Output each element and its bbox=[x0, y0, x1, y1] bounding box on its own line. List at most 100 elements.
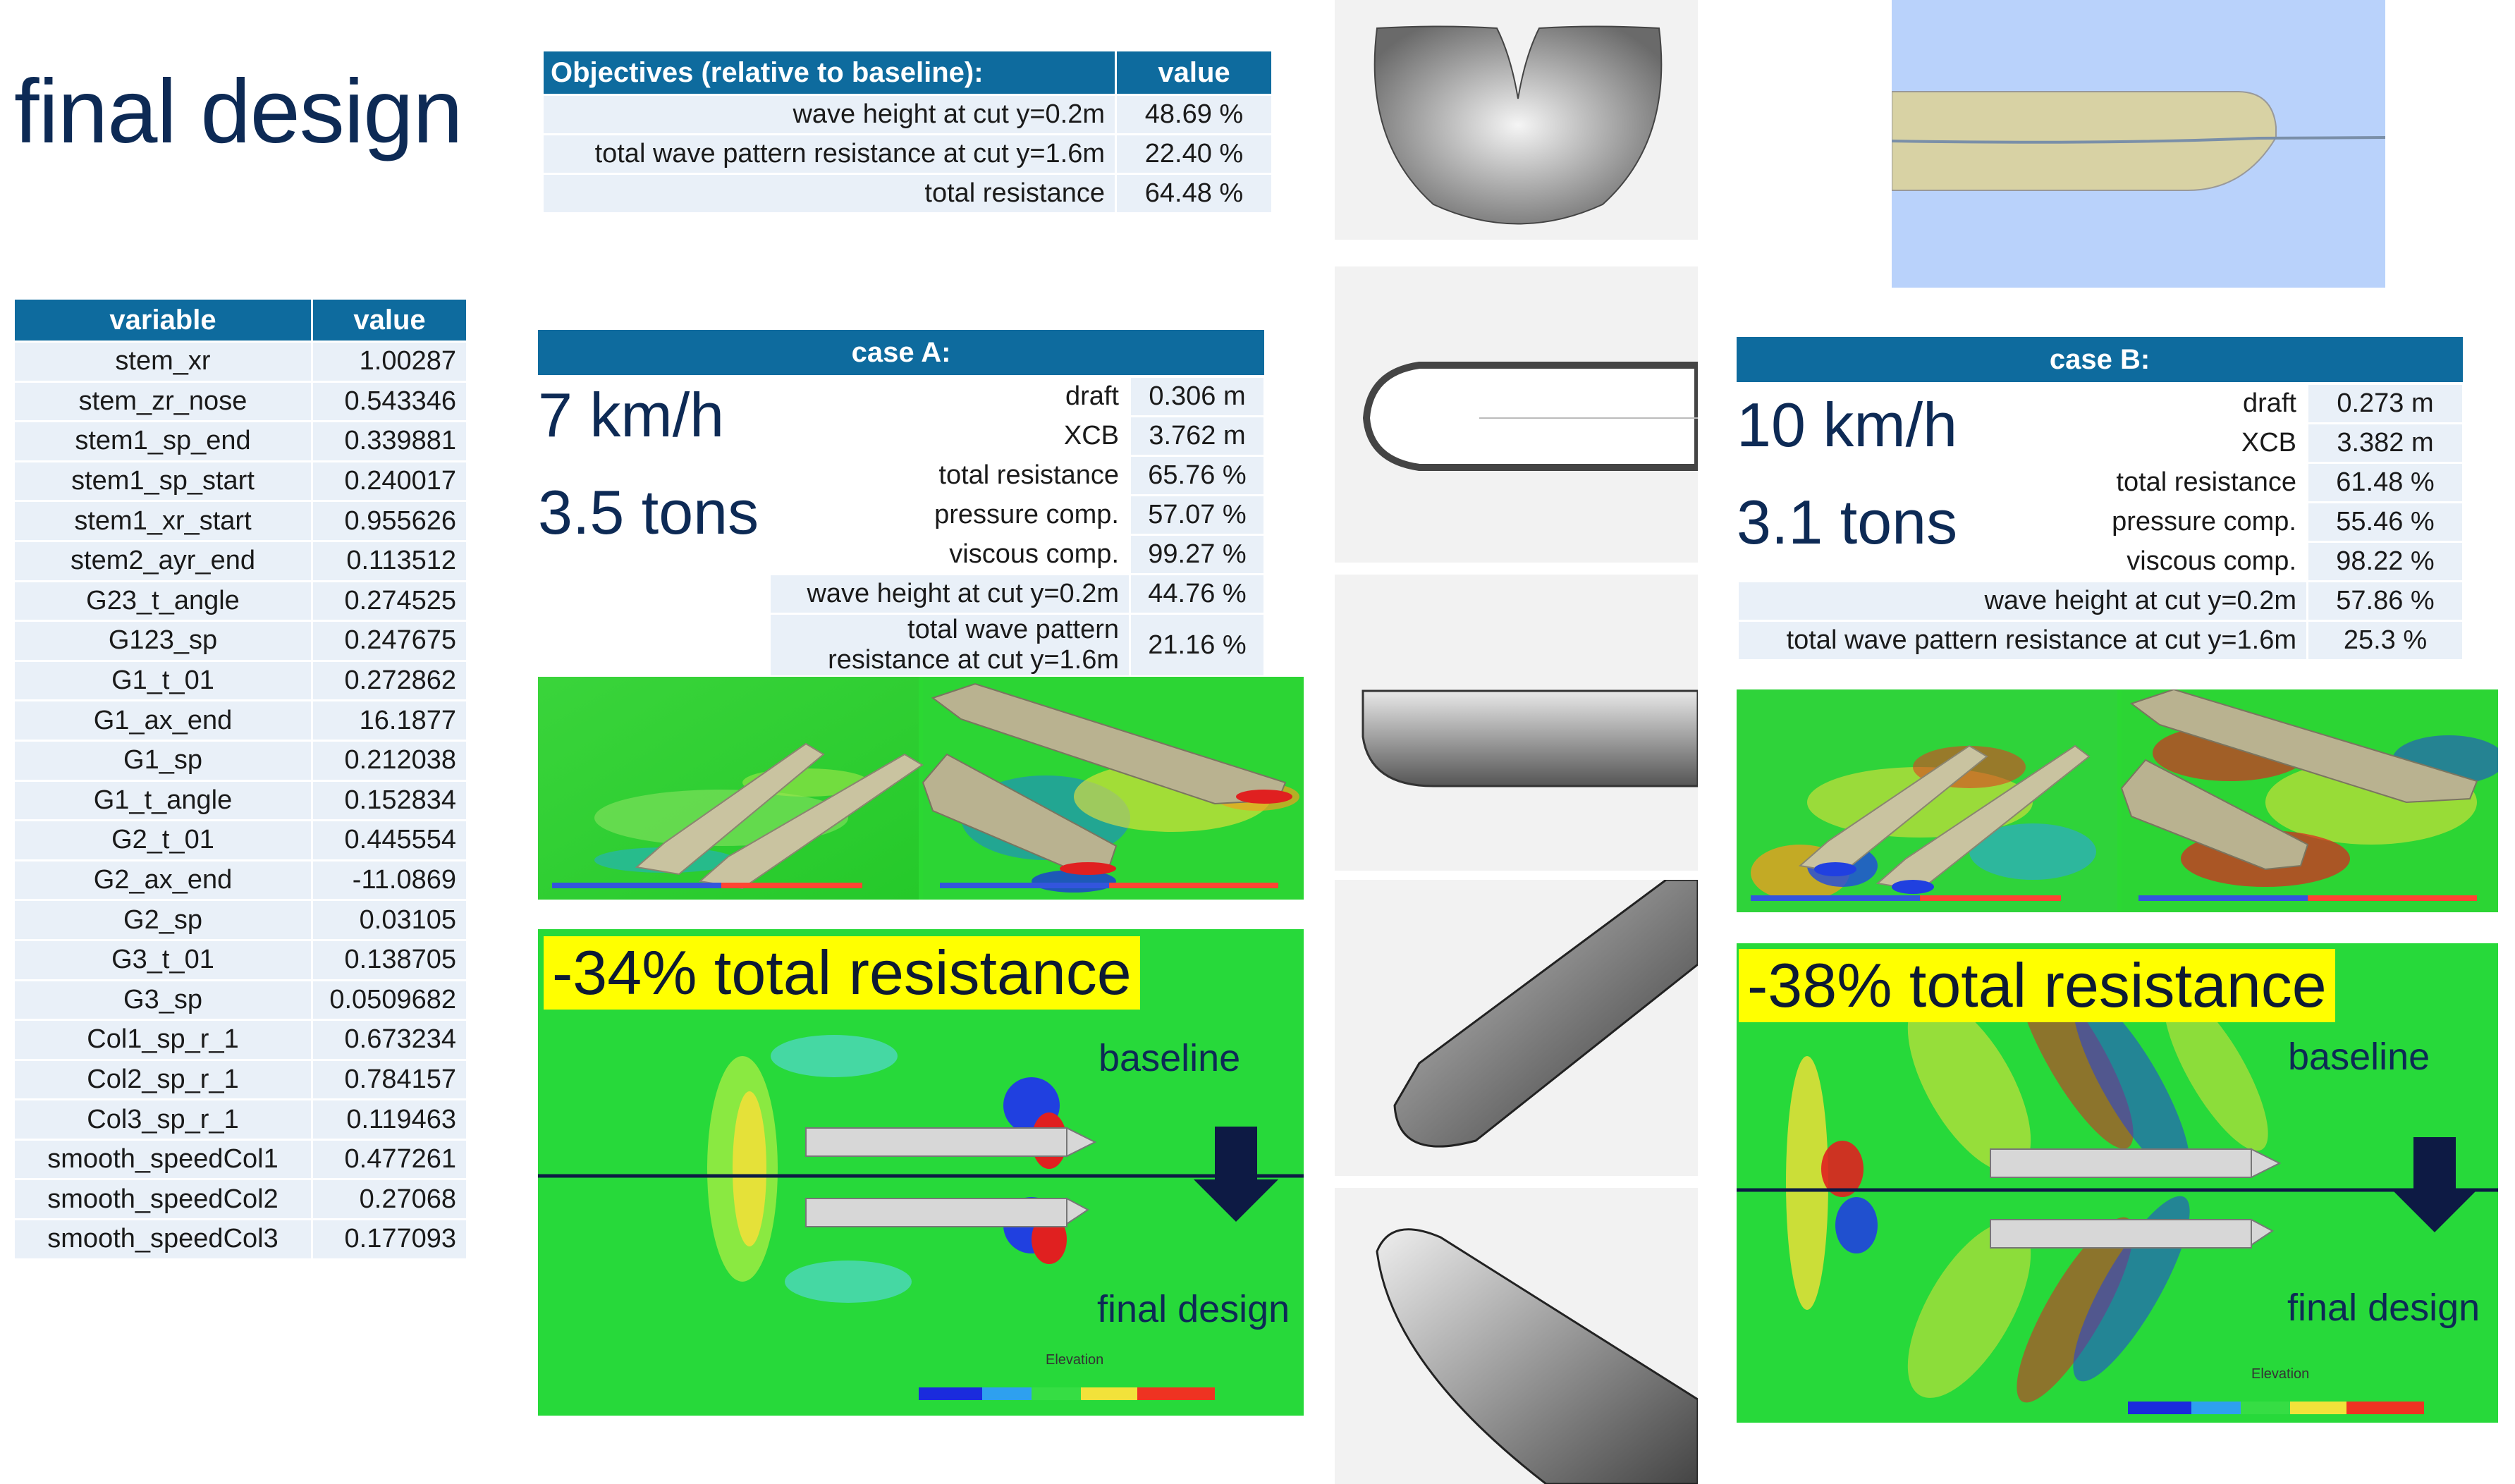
objective-value: 64.48 % bbox=[1117, 175, 1271, 212]
elevation-colorbar bbox=[2128, 1402, 2424, 1414]
case-metric-value: 44.76 % bbox=[1131, 575, 1263, 613]
case-a-plan-view bbox=[538, 929, 1304, 1416]
hull-front-svg bbox=[1373, 25, 1663, 225]
case-metric-value: 57.86 % bbox=[2308, 582, 2462, 620]
hull-mesh-final bbox=[805, 1197, 1089, 1227]
table-row: total resistance 64.48 % bbox=[544, 175, 1271, 212]
variable-name: Col1_sp_r_1 bbox=[15, 1021, 311, 1059]
variable-name: G3_t_01 bbox=[15, 940, 311, 979]
variable-name: G2_t_01 bbox=[15, 821, 311, 859]
variable-value: 0.247675 bbox=[313, 622, 466, 660]
variable-name: G123_sp bbox=[15, 622, 311, 660]
variable-name: stem_zr_nose bbox=[15, 382, 311, 421]
case-metric-value: 98.22 % bbox=[2308, 543, 2462, 580]
table-row: total wave pattern resistance at cut y=1… bbox=[771, 615, 1263, 675]
case-metric-label: total wave pattern resistance at cut y=1… bbox=[771, 615, 1129, 675]
case-metric-label: wave height at cut y=0.2m bbox=[771, 575, 1129, 613]
variable-value: 1.00287 bbox=[313, 343, 466, 381]
objectives-value-header: value bbox=[1117, 51, 1271, 94]
case-metric-value: 61.48 % bbox=[2308, 464, 2462, 501]
colorbar-small bbox=[552, 883, 1278, 888]
hull-waterline-svg bbox=[1891, 91, 2386, 191]
case-b-plan-view bbox=[1737, 943, 2498, 1423]
hull-view-iso bbox=[1335, 880, 1698, 1176]
variable-name: stem_xr bbox=[15, 343, 311, 381]
variable-value: 0.240017 bbox=[313, 462, 466, 501]
colorbar-small bbox=[1751, 895, 2477, 901]
case-metric-value: 65.76 % bbox=[1131, 457, 1263, 494]
down-arrow-icon bbox=[2392, 1137, 2477, 1232]
variable-value: 0.113512 bbox=[313, 541, 466, 580]
variable-name: Col2_sp_r_1 bbox=[15, 1060, 311, 1099]
table-row: viscous comp.99.27 % bbox=[771, 536, 1263, 573]
case-b-speed: 10 km/h bbox=[1737, 390, 1958, 460]
table-row: viscous comp. 98.22 % bbox=[1739, 543, 2462, 580]
variable-name: G1_t_01 bbox=[15, 661, 311, 700]
case-a-final-label: final design bbox=[1097, 1288, 1290, 1330]
variable-name: smooth_speedCol1 bbox=[15, 1140, 311, 1179]
variable-value: 0.955626 bbox=[313, 502, 466, 540]
variable-value: 0.0509682 bbox=[313, 981, 466, 1019]
variable-value: 0.274525 bbox=[313, 582, 466, 620]
table-row: pressure comp.55.46 % bbox=[1739, 503, 2462, 541]
variable-value: 0.673234 bbox=[313, 1021, 466, 1059]
variable-value: 0.543346 bbox=[313, 382, 466, 421]
variable-name: G2_sp bbox=[15, 901, 311, 939]
case-metric-label: draft bbox=[2242, 388, 2296, 418]
variable-value: 0.03105 bbox=[313, 901, 466, 939]
variable-name: stem1_xr_start bbox=[15, 502, 311, 540]
variable-value: 0.177093 bbox=[313, 1220, 466, 1258]
case-a-legend-title: Elevation bbox=[1046, 1352, 1104, 1368]
variable-value: 0.138705 bbox=[313, 940, 466, 979]
hull-right bbox=[2120, 689, 2478, 871]
case-metric-label: viscous comp. bbox=[949, 539, 1119, 569]
variable-name: stem1_sp_end bbox=[15, 422, 311, 460]
table-row: G2_ax_end-11.0869 bbox=[15, 861, 466, 900]
case-metric-label: draft bbox=[1065, 381, 1119, 411]
table-row: pressure comp.57.07 % bbox=[771, 496, 1263, 534]
objective-label: wave height at cut y=0.2m bbox=[544, 96, 1115, 133]
variable-name: G1_t_angle bbox=[15, 781, 311, 820]
variable-value: 0.212038 bbox=[313, 741, 466, 780]
variable-name: stem1_sp_start bbox=[15, 462, 311, 501]
variable-name: G1_ax_end bbox=[15, 701, 311, 740]
objective-value: 48.69 % bbox=[1117, 96, 1271, 133]
case-metric-label: wave height at cut y=0.2m bbox=[1739, 582, 2306, 620]
case-a-render bbox=[538, 677, 1304, 900]
variable-name: smooth_speedCol3 bbox=[15, 1220, 311, 1258]
objective-label: total wave pattern resistance at cut y=1… bbox=[544, 135, 1115, 173]
hull-view-bow bbox=[1335, 1188, 1698, 1484]
down-arrow-icon bbox=[1194, 1127, 1278, 1222]
variable-value: 0.272862 bbox=[313, 661, 466, 700]
objectives-table: Objectives (relative to baseline): value… bbox=[541, 49, 1273, 214]
case-b-baseline-label: baseline bbox=[2288, 1036, 2430, 1078]
variable-value: 0.152834 bbox=[313, 781, 466, 820]
case-metric-value: 0.306 m bbox=[1131, 378, 1263, 415]
case-metric-label: total resistance bbox=[2116, 467, 2296, 497]
case-metric-value: 57.07 % bbox=[1131, 496, 1263, 534]
hull-mesh-baseline bbox=[805, 1127, 1097, 1158]
hull-left bbox=[1798, 744, 2091, 894]
case-a-banner: -34% total resistance bbox=[544, 936, 1140, 1010]
case-b-render bbox=[1737, 689, 2498, 912]
case-metric-value: 3.762 m bbox=[1131, 417, 1263, 455]
wave-bands bbox=[1786, 963, 2268, 1403]
hull-top-svg bbox=[1362, 362, 1698, 471]
variable-value: 0.339881 bbox=[313, 422, 466, 460]
hull-view-top bbox=[1335, 266, 1698, 563]
variable-name: G3_sp bbox=[15, 981, 311, 1019]
case-metric-label: viscous comp. bbox=[2127, 546, 2296, 576]
hull-right bbox=[922, 682, 1292, 875]
